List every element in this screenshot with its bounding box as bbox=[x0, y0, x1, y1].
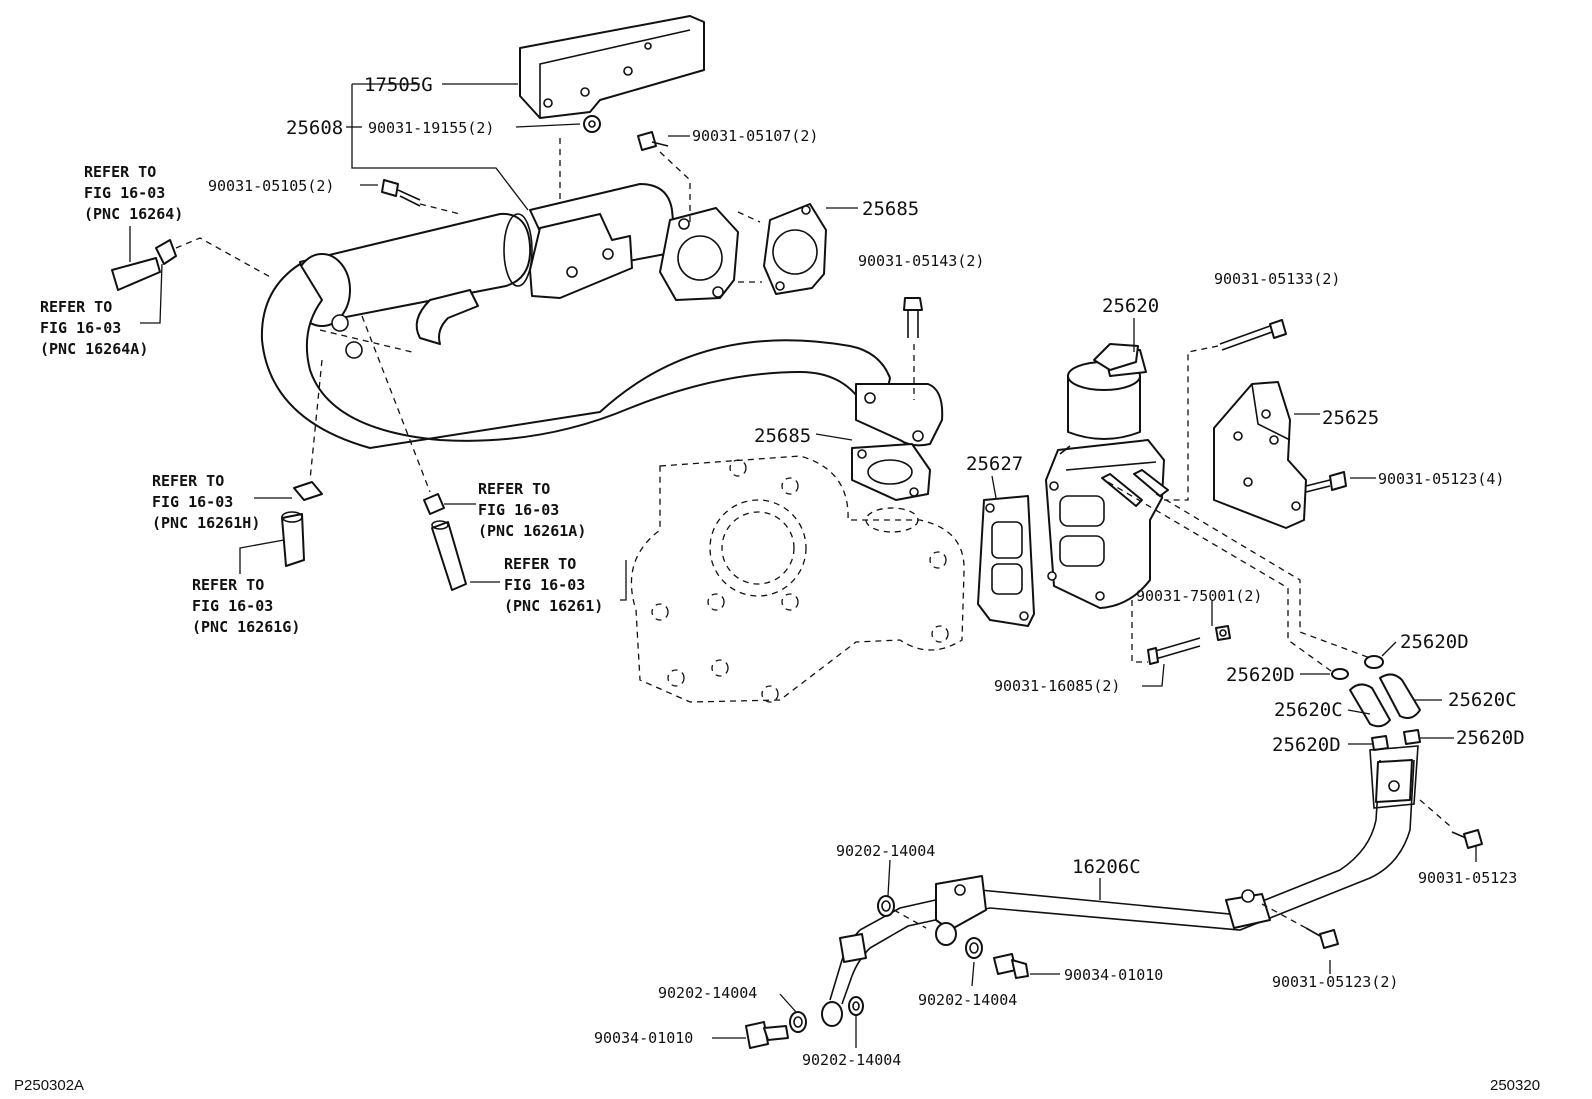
clamp-16261A[interactable] bbox=[423, 493, 445, 515]
refer-pnc-16264: REFER TO FIG 16-03 (PNC 16264) bbox=[84, 163, 183, 223]
cooler-flange bbox=[659, 207, 739, 301]
clamp-25620D-lower-right[interactable] bbox=[1403, 729, 1421, 745]
label-25620D-4: 25620D bbox=[1456, 727, 1525, 749]
svg-text:(PNC 16264A): (PNC 16264A) bbox=[40, 340, 148, 358]
svg-text:(PNC 16261A): (PNC 16261A) bbox=[478, 522, 586, 540]
svg-text:REFER TO: REFER TO bbox=[152, 472, 224, 490]
egr-pipe-16206C[interactable] bbox=[821, 745, 1419, 1027]
clamp-16261H[interactable] bbox=[293, 481, 323, 501]
label-25620D-2: 25620D bbox=[1226, 664, 1295, 686]
hose-25620C-left[interactable] bbox=[1349, 683, 1391, 728]
label-25685-top: 25685 bbox=[862, 198, 919, 220]
label-90202-14004-a: 90202-14004 bbox=[836, 842, 935, 860]
svg-text:FIG 16-03: FIG 16-03 bbox=[40, 319, 121, 337]
svg-text:FIG 16-03: FIG 16-03 bbox=[84, 184, 165, 202]
label-90031-05123: 90031-05123 bbox=[1418, 869, 1517, 887]
washer-90202-14004-d[interactable] bbox=[848, 996, 864, 1016]
label-25625: 25625 bbox=[1322, 407, 1379, 429]
label-90031-05107: 90031-05107(2) bbox=[692, 127, 818, 145]
bracket-25625[interactable] bbox=[1213, 381, 1307, 529]
bolt-90031-05123-x2[interactable] bbox=[1305, 927, 1339, 949]
egr-valve-25620[interactable] bbox=[1045, 343, 1169, 609]
washer-90202-14004-b[interactable] bbox=[965, 937, 983, 959]
label-90031-05133: 90031-05133(2) bbox=[1214, 270, 1340, 288]
svg-text:REFER TO: REFER TO bbox=[478, 480, 550, 498]
label-25620C-1: 25620C bbox=[1448, 689, 1517, 711]
refer-pnc-16264A: REFER TO FIG 16-03 (PNC 16264A) bbox=[40, 298, 148, 358]
egr-cooler-25608[interactable] bbox=[260, 183, 891, 449]
egr-pipe-outlet-flange bbox=[855, 383, 944, 447]
label-90202-14004-d: 90202-14004 bbox=[802, 1051, 901, 1069]
label-90034-01010-b: 90034-01010 bbox=[1064, 966, 1163, 984]
label-16206C: 16206C bbox=[1072, 856, 1141, 878]
nut-90031-75001[interactable] bbox=[1215, 625, 1231, 641]
refer-pnc-16261A: REFER TO FIG 16-03 (PNC 16261A) bbox=[478, 480, 586, 540]
refer-pnc-16261G: REFER TO FIG 16-03 (PNC 16261G) bbox=[192, 576, 300, 636]
washer-90202-14004-c[interactable] bbox=[789, 1011, 807, 1033]
refer-pnc-16261H: REFER TO FIG 16-03 (PNC 16261H) bbox=[152, 472, 260, 532]
figure-code-right: 250320 bbox=[1490, 1077, 1540, 1094]
figure-code-left: P250302A bbox=[14, 1077, 84, 1094]
label-90031-19155: 90031-19155(2) bbox=[368, 119, 494, 137]
label-25620D-1: 25620D bbox=[1400, 631, 1469, 653]
refer-to-labels: REFER TO FIG 16-03 (PNC 16264) REFER TO … bbox=[40, 163, 603, 636]
svg-text:FIG 16-03: FIG 16-03 bbox=[152, 493, 233, 511]
label-25608: 25608 bbox=[286, 117, 343, 139]
bolt-90031-05123[interactable] bbox=[1451, 829, 1483, 849]
svg-text:(PNC 16261G): (PNC 16261G) bbox=[192, 618, 300, 636]
label-25620D-3: 25620D bbox=[1272, 734, 1341, 756]
svg-text:(PNC 16261H): (PNC 16261H) bbox=[152, 514, 260, 532]
svg-text:FIG 16-03: FIG 16-03 bbox=[504, 576, 585, 594]
label-25685-lower: 25685 bbox=[754, 425, 811, 447]
leader-lines bbox=[129, 83, 1477, 1048]
label-90031-05123-x2: 90031-05123(2) bbox=[1272, 973, 1398, 991]
refer-pnc-16261: REFER TO FIG 16-03 (PNC 16261) bbox=[504, 555, 603, 615]
label-90031-05143: 90031-05143(2) bbox=[858, 252, 984, 270]
clamp-16264A[interactable] bbox=[155, 239, 177, 265]
label-90031-05105: 90031-05105(2) bbox=[208, 177, 334, 195]
svg-text:REFER TO: REFER TO bbox=[84, 163, 156, 181]
svg-text:(PNC 16261): (PNC 16261) bbox=[504, 597, 603, 615]
label-17505G: 17505G bbox=[364, 74, 433, 96]
union-bolt-90034-01010-a[interactable] bbox=[745, 1021, 789, 1049]
label-90031-75001: 90031-75001(2) bbox=[1136, 587, 1262, 605]
bolt-90031-05133[interactable] bbox=[1219, 319, 1287, 351]
label-90034-01010-a: 90034-01010 bbox=[594, 1029, 693, 1047]
svg-text:FIG 16-03: FIG 16-03 bbox=[478, 501, 559, 519]
clamp-25620D-upper-left[interactable] bbox=[1331, 668, 1349, 680]
hose-16264[interactable] bbox=[111, 257, 161, 291]
label-90031-16085: 90031-16085(2) bbox=[994, 677, 1120, 695]
label-25620: 25620 bbox=[1102, 295, 1159, 317]
clamp-25620D-upper-right[interactable] bbox=[1364, 655, 1384, 669]
bolt-90031-05143[interactable] bbox=[903, 297, 923, 338]
hose-16261G[interactable] bbox=[281, 511, 305, 567]
label-90202-14004-c: 90202-14004 bbox=[658, 984, 757, 1002]
svg-text:(PNC 16264): (PNC 16264) bbox=[84, 205, 183, 223]
bolt-90031-05105[interactable] bbox=[381, 179, 421, 207]
svg-text:REFER TO: REFER TO bbox=[40, 298, 112, 316]
bolt-90031-05123-x4[interactable] bbox=[1305, 471, 1347, 493]
union-bolt-90034-01010-b[interactable] bbox=[993, 953, 1029, 979]
bolt-90031-05107[interactable] bbox=[637, 131, 669, 151]
bolt-90031-19155[interactable] bbox=[583, 115, 601, 133]
label-90031-05123-x4: 90031-05123(4) bbox=[1378, 470, 1504, 488]
label-25620C-2: 25620C bbox=[1274, 699, 1343, 721]
washer-90202-14004-a[interactable] bbox=[877, 895, 895, 917]
egr-valve-adapter-housing bbox=[630, 455, 965, 703]
svg-text:REFER TO: REFER TO bbox=[504, 555, 576, 573]
hose-25620C-right[interactable] bbox=[1379, 673, 1421, 719]
heat-shield-17505G[interactable] bbox=[519, 15, 705, 119]
svg-text:REFER TO: REFER TO bbox=[192, 576, 264, 594]
part-labels: 17505G 25608 90031-19155(2) 90031-05107(… bbox=[208, 74, 1525, 1069]
gasket-25627[interactable] bbox=[977, 495, 1035, 627]
label-25627: 25627 bbox=[966, 453, 1023, 475]
label-90202-14004-b: 90202-14004 bbox=[918, 991, 1017, 1009]
hose-16261[interactable] bbox=[431, 520, 467, 591]
gasket-25685-lower[interactable] bbox=[851, 443, 931, 501]
svg-text:FIG 16-03: FIG 16-03 bbox=[192, 597, 273, 615]
gasket-25685-top[interactable] bbox=[763, 203, 827, 295]
stud-90031-16085[interactable] bbox=[1147, 637, 1201, 665]
